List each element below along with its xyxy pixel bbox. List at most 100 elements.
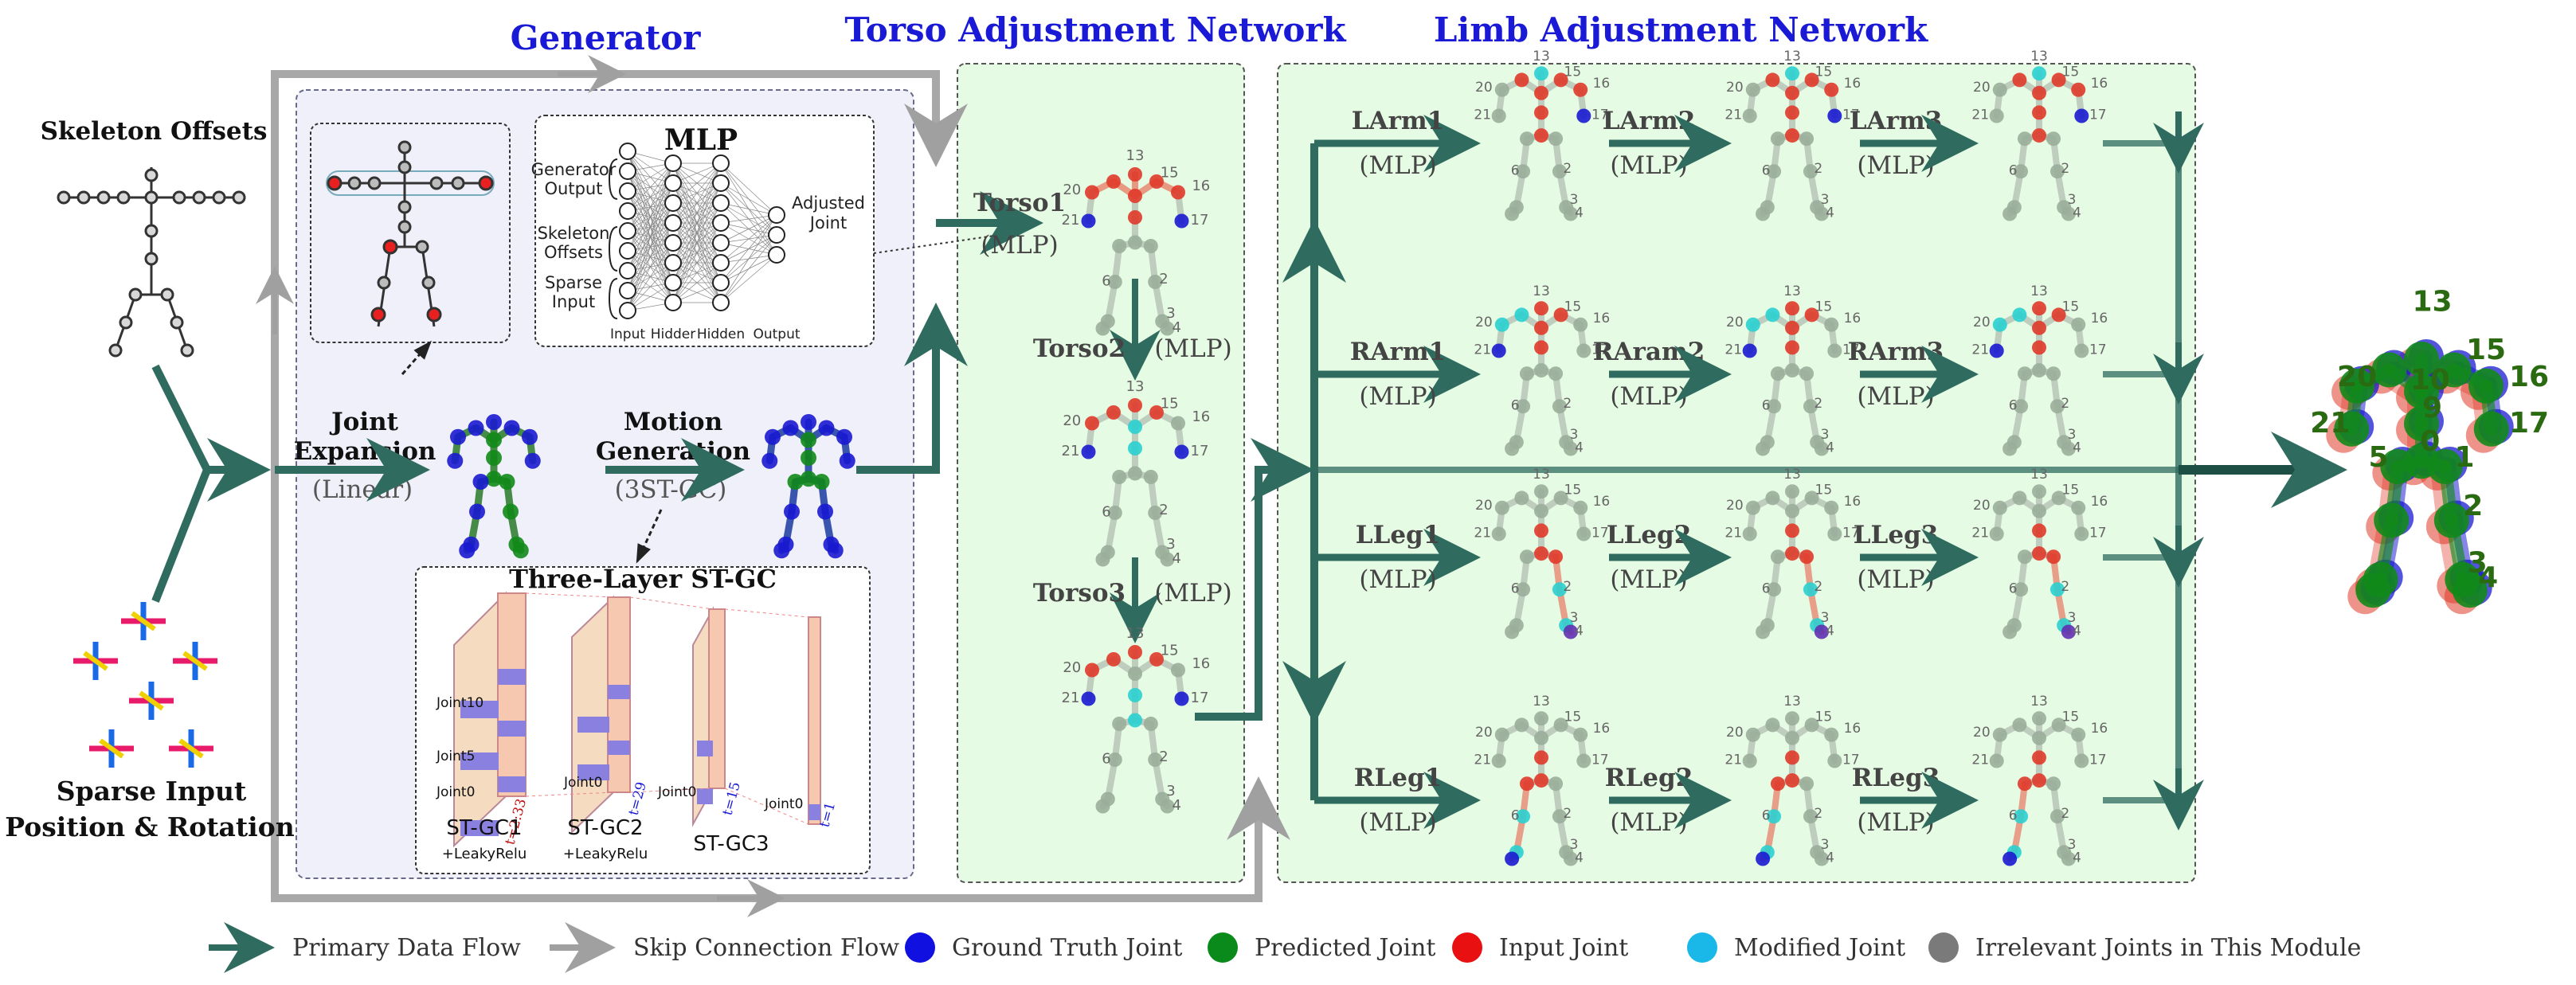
limb-module-mlp: (MLP) (1857, 382, 1934, 411)
skeleton-joint (784, 503, 800, 520)
skeleton-joint (2061, 441, 2076, 456)
skeleton-joint (801, 432, 816, 448)
joint-number-label: 13 (1126, 147, 1145, 164)
joint-number-label: 16 (1844, 76, 1862, 92)
torso1-label: Torso1 (973, 189, 1066, 217)
output-joint (2436, 352, 2472, 388)
skeleton-joint (1770, 549, 1785, 565)
skeleton-joint (469, 503, 485, 520)
joint-expansion-line2: Expansion (294, 437, 437, 466)
skeleton-joint (1128, 441, 1142, 455)
skeleton-joint (1174, 444, 1189, 459)
sparse-merge-arrow (151, 468, 211, 603)
skeleton-joint (1107, 275, 1122, 289)
output-joint (2380, 449, 2416, 484)
joint-number-label: 13 (1533, 467, 1550, 483)
skeleton-joint (1742, 753, 1757, 768)
skeleton-joint (761, 452, 778, 469)
stgc1-activation: +LeakyRelu (442, 846, 527, 862)
output-joint-number: 4 (2478, 561, 2498, 594)
skeleton-joint (2032, 320, 2046, 335)
joint-number-label: 15 (1564, 709, 1582, 725)
stgc-joint0-label-3: Joint0 (657, 784, 696, 800)
joint-number-label: 4 (1575, 205, 1584, 221)
output-joint (2468, 368, 2504, 404)
joint-number-label: 3 (1166, 783, 1175, 799)
output-joint-number: 17 (2509, 407, 2549, 440)
skeleton-joint (1824, 727, 1839, 742)
joint-number-label: 16 (1844, 311, 1862, 326)
skeleton-joint (1534, 363, 1548, 378)
limb-module-label: LLeg3 (1854, 521, 1939, 549)
output-joint-number: 13 (2412, 285, 2452, 318)
skeleton-joint (1573, 82, 1588, 97)
joint-number-label: 15 (2062, 64, 2080, 80)
joint-number-label: 13 (1783, 694, 1801, 709)
skeleton-joint (1745, 727, 1760, 742)
skeleton-joint (1534, 320, 1548, 335)
skeleton-joint (2032, 301, 2046, 316)
mlp-neuron (768, 206, 785, 224)
skeleton-joint (499, 474, 515, 490)
joint-number-label: 20 (1973, 315, 1991, 330)
joint-number-label: 20 (1726, 725, 1744, 741)
mlp-neuron (768, 226, 785, 244)
skeleton-joint (1573, 727, 1588, 742)
limb-module-mlp: (MLP) (1857, 565, 1934, 594)
skeleton-joint (1785, 773, 1799, 788)
skeleton-joint (2051, 717, 2066, 733)
skeleton-joint (2071, 317, 2086, 332)
joint-number-label: 13 (2030, 49, 2048, 64)
limb-module-mlp: (MLP) (1359, 382, 1436, 411)
mlp-neuron (712, 214, 730, 232)
joint-number-label: 20 (1726, 80, 1744, 96)
joint-number-label: 13 (2030, 467, 2048, 483)
skeleton-joint (2032, 750, 2046, 765)
skeleton-joint (1491, 108, 1506, 123)
skeleton-joint (1563, 206, 1578, 221)
joint-number-label: 17 (1191, 212, 1209, 229)
skeleton-joint (1576, 753, 1591, 768)
skeleton-joint (1742, 526, 1757, 541)
joint-number-label: 20 (1973, 80, 1991, 96)
joint-number-label: 17 (2089, 752, 2107, 768)
mlp-layer-hidden: Hidden (697, 326, 745, 342)
joint-number-label: 2 (1563, 579, 1572, 595)
mlp-layer-output: Output (753, 326, 800, 342)
joint-number-label: 21 (1725, 752, 1742, 768)
skeleton-joint (1143, 239, 1158, 253)
joint-number-label: 17 (1842, 752, 1860, 768)
mlp-neuron (619, 182, 636, 200)
limb-module-mlp: (MLP) (1359, 565, 1436, 594)
skeleton-joint (1128, 713, 1142, 728)
skeleton-joint (1516, 582, 1531, 597)
joint-number-label: 6 (1511, 162, 1520, 178)
torso1-mlp: (MLP) (981, 231, 1058, 260)
mlp-neuron (664, 174, 682, 192)
joint-number-label: 17 (1842, 342, 1860, 358)
skeleton-joint (817, 503, 833, 520)
skeleton-joint (1553, 72, 1568, 88)
skeleton-joint (2046, 366, 2061, 381)
joint-number-label: 2 (1159, 271, 1168, 287)
skeleton-joint (1827, 526, 1842, 541)
skeleton-joint (1095, 552, 1110, 567)
output-joint (2433, 502, 2469, 538)
joint-number-label: 13 (1126, 378, 1145, 395)
joint-number-label: 2 (1563, 161, 1572, 177)
joint-number-label: 3 (1166, 536, 1175, 553)
skeleton-joint (1573, 500, 1588, 515)
skeleton-joint (1765, 491, 1780, 506)
skeleton-joint (836, 428, 852, 445)
skeleton-joint (1160, 552, 1175, 567)
skeleton-joint (2002, 441, 2018, 456)
joint-number-label: 21 (1474, 752, 1491, 768)
skeleton-joint (1494, 82, 1509, 97)
skeleton-joint (1128, 235, 1142, 250)
joint-number-label: 16 (1192, 655, 1210, 672)
torso2-mlp: (MLP) (1154, 334, 1231, 363)
skeleton-joint (1534, 340, 1548, 355)
skeleton-joint (486, 471, 502, 487)
skeleton-joint (1491, 343, 1506, 358)
skeleton-joint (1799, 776, 1815, 792)
